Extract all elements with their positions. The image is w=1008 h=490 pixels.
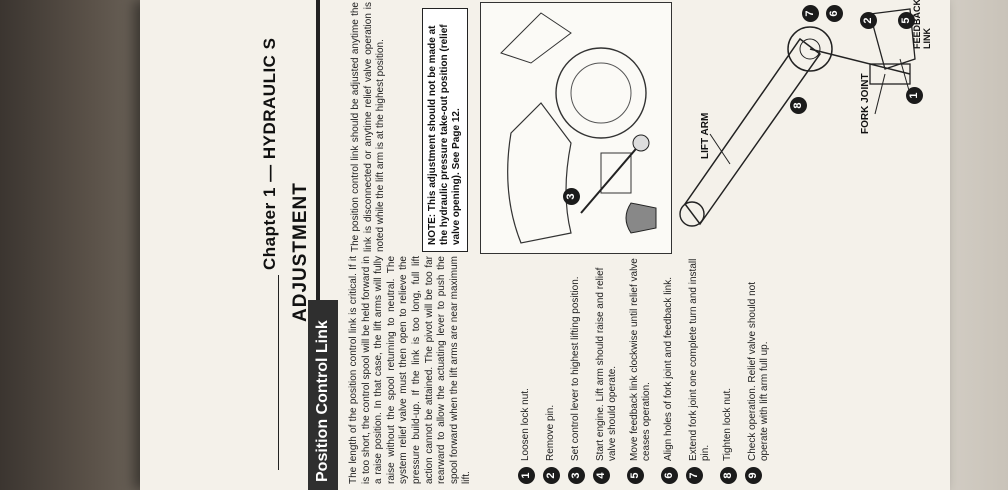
- tractor-photo: 3: [480, 2, 672, 254]
- fork-joint-label: FORK JOINT: [860, 73, 871, 134]
- feedback-link-label: FEEDBACK LINK: [912, 0, 932, 49]
- step-number: 9: [745, 467, 762, 484]
- linkage-diagram: LIFT ARM FORK JOINT FEEDBACK LINK 1 2 5 …: [670, 0, 932, 254]
- note-box: NOTE: This adjustment should not be made…: [422, 8, 468, 252]
- step-number: 4: [593, 467, 610, 484]
- diagram-callout: 1: [906, 87, 923, 104]
- step-item: 3 Set control lever to highest lifting po…: [568, 254, 585, 484]
- intro-paragraph: The length of the position control link …: [348, 256, 473, 484]
- step-text: Extend fork joint one complete turn and …: [688, 258, 711, 461]
- step-number: 3: [568, 467, 585, 484]
- step-item: 4 Start engine. Lift arm should raise and…: [593, 254, 619, 484]
- step-text: Move feedback link clockwise until relie…: [629, 258, 652, 461]
- topic-title: Position Control Link: [314, 320, 331, 482]
- step-text: Set control lever to highest lifting pos…: [570, 276, 581, 461]
- diagram-callout: 7: [802, 5, 819, 22]
- step-text: Tighten lock nut.: [722, 387, 733, 461]
- step-item: 6 Align holes of fork joint and feedback …: [661, 254, 678, 484]
- step-list: 1 Loosen lock nut. 2 Remove pin. 3 Set cont…: [518, 254, 779, 484]
- step-number: 7: [686, 467, 703, 484]
- chapter-rule: [278, 275, 279, 470]
- step-text: Align holes of fork joint and feedback l…: [663, 277, 674, 461]
- background-left: [0, 0, 150, 490]
- chapter-heading: Chapter 1 — HYDRAULIC S: [260, 37, 279, 270]
- step-item: 7 Extend fork joint one complete turn and…: [686, 254, 712, 484]
- step-text: Remove pin.: [545, 404, 556, 461]
- step-item: 8 Tighten lock nut.: [720, 254, 737, 484]
- adjustment-paragraph: The position control link should be adju…: [350, 2, 387, 252]
- diagram-callout: 5: [898, 12, 915, 29]
- lift-arm-label: LIFT ARM: [700, 112, 711, 159]
- rotated-page-content: Chapter 1 — HYDRAULIC S ADJUSTMENT Posit…: [140, 0, 950, 490]
- step-number: 6: [661, 467, 678, 484]
- step-number: 1: [518, 467, 535, 484]
- step-item: 5 Move feedback link clockwise until reli…: [627, 254, 653, 484]
- step-item: 2 Remove pin.: [543, 254, 560, 484]
- step-text: Check operation. Relief valve should not…: [747, 282, 770, 461]
- step-number: 2: [543, 467, 560, 484]
- step-number: 5: [627, 467, 644, 484]
- step-text: Start engine. Lift arm should raise and …: [595, 267, 618, 461]
- photo-callout: 3: [563, 188, 580, 205]
- step-text: Loosen lock nut.: [520, 388, 531, 461]
- diagram-callout: 8: [790, 97, 807, 114]
- step-item: 9 Check operation. Relief valve should no…: [745, 254, 771, 484]
- linkage-drawing: [679, 8, 916, 227]
- tractor-illustration: [481, 3, 671, 253]
- diagram-callout: 2: [860, 12, 877, 29]
- step-item: 1 Loosen lock nut.: [518, 254, 535, 484]
- step-number: 8: [720, 467, 737, 484]
- diagram-callout: 6: [826, 5, 843, 22]
- manual-page: Chapter 1 — HYDRAULIC S ADJUSTMENT Posit…: [140, 0, 950, 490]
